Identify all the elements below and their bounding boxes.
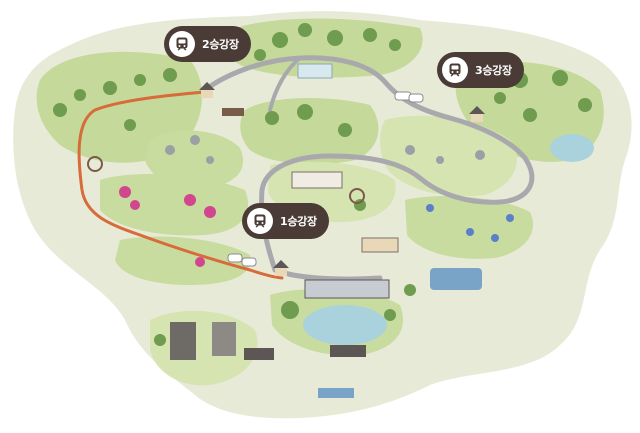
trees [53, 23, 592, 346]
blue-flowers [426, 204, 514, 242]
flowers [119, 186, 216, 267]
flower-field [100, 174, 249, 236]
visitor-center [304, 279, 390, 299]
buildings [170, 63, 399, 398]
water-wheels [87, 156, 365, 204]
pond-right [550, 134, 594, 162]
greenhouse [297, 63, 333, 79]
station-3-label[interactable]: 3승강장 [437, 52, 524, 88]
station-3-name: 3승강장 [475, 64, 512, 77]
tram-icon [169, 31, 195, 57]
station-1-label[interactable]: 1승강장 [242, 203, 329, 239]
house-mid [361, 237, 399, 253]
block-left [170, 322, 196, 360]
rocks [165, 135, 485, 164]
tram-vehicles [227, 91, 424, 267]
lower-left-garden [115, 236, 251, 285]
garden-left [145, 130, 244, 189]
blue-garden [405, 196, 534, 259]
gazebo [222, 108, 244, 116]
station-2-name: 2승강장 [202, 38, 239, 51]
central-hall [291, 171, 343, 189]
block-mid [212, 322, 236, 356]
forest-topleft [36, 51, 203, 163]
tram-route [77, 90, 284, 280]
station-2-label[interactable]: 2승강장 [164, 26, 251, 62]
parking-shed [244, 348, 274, 360]
tram-icon [442, 57, 468, 83]
tram-track-branch [268, 56, 302, 112]
pavilion [330, 345, 366, 357]
station-shelters [199, 82, 485, 276]
bus-stop [318, 388, 354, 398]
tram-icon [247, 208, 273, 234]
station-1-name: 1승강장 [280, 215, 317, 228]
pond-main [303, 305, 387, 345]
water-deck [430, 268, 482, 290]
